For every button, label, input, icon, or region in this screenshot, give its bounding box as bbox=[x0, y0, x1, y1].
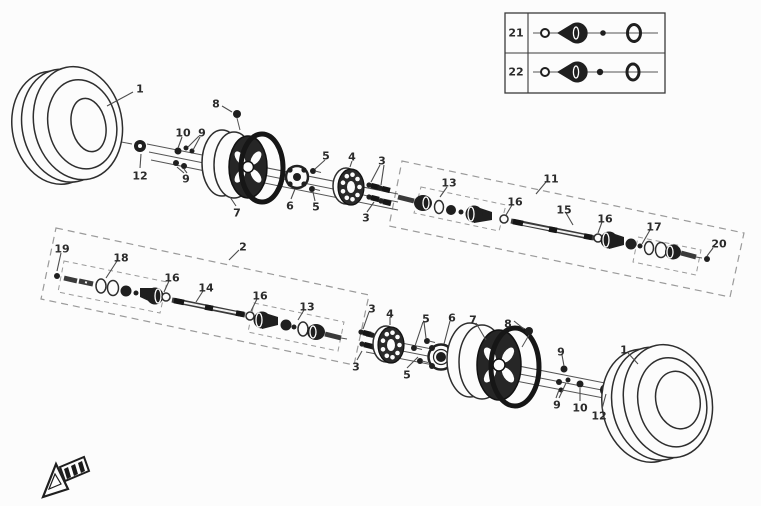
callout-16-upper-left: 16 bbox=[507, 196, 523, 209]
callout-4-left: 4 bbox=[348, 151, 356, 164]
callout-5-left-lower: 5 bbox=[312, 201, 320, 214]
callout-11: 11 bbox=[543, 173, 558, 186]
axle-assembly-lower-box bbox=[40, 227, 370, 366]
callout-15: 15 bbox=[556, 204, 571, 217]
brake-disc-left bbox=[332, 167, 365, 206]
callout-9-left-lower: 9 bbox=[182, 173, 190, 186]
disc-bolts-upper bbox=[366, 182, 392, 207]
callout-5-left-upper: 5 bbox=[322, 150, 330, 163]
callout-12-right: 12 bbox=[591, 410, 606, 423]
hub-washers-left bbox=[309, 168, 322, 192]
callout-3-upper-bottom: 3 bbox=[362, 212, 370, 225]
callout-16-upper-right: 16 bbox=[597, 213, 613, 226]
callout-10-left: 10 bbox=[175, 127, 191, 140]
callout-4-right: 4 bbox=[386, 308, 394, 321]
callout-20: 20 bbox=[711, 238, 727, 251]
callout-14: 14 bbox=[198, 282, 214, 295]
small-clamp-ring-icon bbox=[540, 67, 550, 77]
callout-9-right-lower: 9 bbox=[553, 399, 561, 412]
callout-13-upper: 13 bbox=[441, 177, 456, 190]
callout-5-right-upper: 5 bbox=[422, 313, 430, 326]
callout-6-left: 6 bbox=[286, 200, 294, 213]
callout-3-lower-top: 3 bbox=[368, 303, 376, 316]
callout-3-lower-bottom: 3 bbox=[352, 361, 360, 374]
small-clamp-icon bbox=[600, 30, 606, 36]
callout-9-left-upper: 9 bbox=[198, 127, 206, 140]
legend-row-22-icons bbox=[533, 61, 658, 83]
cv-boot-icon bbox=[557, 61, 588, 83]
callout-8-right: 8 bbox=[504, 318, 512, 331]
callout-10-right: 10 bbox=[572, 402, 588, 415]
large-clamp-ring-icon bbox=[626, 23, 642, 43]
washers-right bbox=[556, 365, 584, 393]
callout-18: 18 bbox=[113, 252, 128, 265]
rim-left bbox=[201, 129, 286, 205]
callout-6-right: 6 bbox=[448, 312, 456, 325]
callout-9-right-upper: 9 bbox=[557, 346, 565, 359]
rim-right bbox=[446, 322, 542, 409]
hub-washers-right bbox=[411, 338, 436, 364]
legend-table: 21 22 bbox=[504, 12, 666, 94]
lower-axle-parts bbox=[54, 273, 348, 341]
brake-disc-right bbox=[372, 325, 405, 364]
callout-2: 2 bbox=[239, 241, 247, 254]
callout-8-left: 8 bbox=[212, 98, 220, 111]
callout-labels: 1 12 8 10 9 9 7 6 5 5 4 3 3 13 11 16 15 … bbox=[54, 83, 727, 423]
callout-7-left: 7 bbox=[233, 207, 241, 220]
small-clamp-icon bbox=[596, 68, 604, 76]
callout-16-lower-left: 16 bbox=[164, 272, 180, 285]
axle-nut-left bbox=[134, 140, 146, 152]
front-direction-arrow-icon bbox=[41, 455, 91, 499]
legend-row-22-number: 22 bbox=[508, 66, 523, 79]
upper-axle-parts bbox=[397, 194, 710, 262]
legend-row-21-number: 21 bbox=[508, 27, 523, 40]
legend-row-21-icons bbox=[533, 22, 658, 44]
callout-17: 17 bbox=[646, 221, 661, 234]
small-clamp-ring-icon bbox=[540, 28, 550, 38]
callout-5-right-lower: 5 bbox=[403, 369, 411, 382]
callout-12-left: 12 bbox=[132, 170, 147, 183]
leader-lines bbox=[56, 91, 714, 410]
tire-right bbox=[601, 343, 714, 463]
callout-7-right: 7 bbox=[469, 314, 477, 327]
valve-bolt-right bbox=[521, 327, 533, 348]
valve-bolt-left bbox=[233, 110, 241, 131]
cv-boot-icon bbox=[557, 22, 588, 44]
large-clamp-ring-icon bbox=[625, 62, 641, 82]
callout-1-right-tire: 1 bbox=[620, 344, 628, 357]
tire-left bbox=[11, 65, 124, 185]
callout-13-lower: 13 bbox=[299, 301, 314, 314]
callout-1-left-tire: 1 bbox=[136, 83, 144, 96]
callout-19: 19 bbox=[54, 243, 69, 256]
callout-3-upper-top: 3 bbox=[378, 155, 386, 168]
callout-16-lower-right: 16 bbox=[252, 290, 268, 303]
hub-left bbox=[284, 164, 310, 190]
